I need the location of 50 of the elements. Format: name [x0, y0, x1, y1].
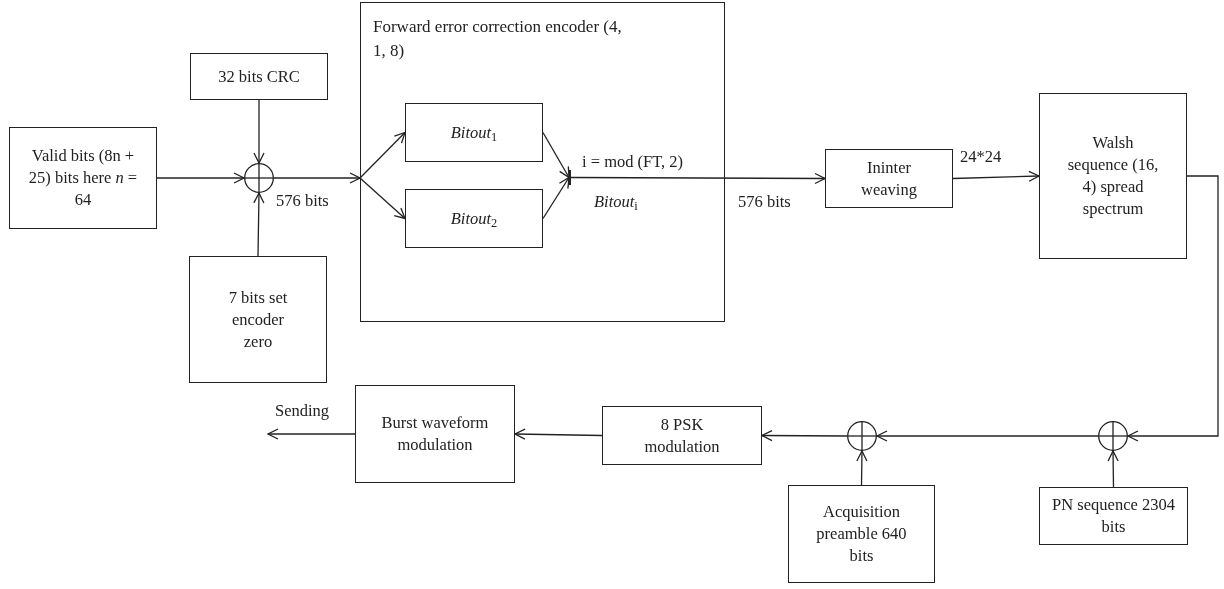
process-box: [9, 127, 157, 229]
edge-label: Sending: [275, 400, 330, 422]
box-text: PN sequence 2304 bits: [1051, 494, 1176, 538]
process-box: [1039, 487, 1188, 545]
arrow: [876, 430, 1099, 442]
edge-label: 24*24: [960, 146, 1002, 168]
edge-label: 576 bits: [276, 190, 329, 212]
xor-symbol: [244, 163, 274, 193]
process-box: [1039, 93, 1187, 259]
box-text: 8 PSK modulation: [643, 413, 721, 458]
edge-label: 576 bits: [738, 191, 791, 213]
box-text: Bitout$_{1}$: [450, 121, 498, 144]
box-text: Valid bits (8n + 25) bits here n = 64: [27, 145, 139, 211]
process-box: [189, 256, 327, 383]
arrow: [542, 131, 570, 179]
arrow: [253, 99, 265, 164]
box-text: Ininter weaving: [860, 156, 918, 201]
process-box: [355, 385, 515, 483]
arrow: [514, 428, 603, 440]
arrow: [156, 172, 245, 184]
process-box: [602, 406, 762, 465]
process-box: [190, 53, 328, 100]
box-text: Acquisition preamble 640 bits: [815, 501, 908, 567]
arrow: [267, 428, 356, 440]
annotation-text: Bitout$_{i}$: [594, 191, 638, 213]
xor-symbol: [1098, 421, 1128, 451]
arrow: [542, 176, 570, 220]
arrow: [952, 170, 1040, 182]
arrow: [1127, 175, 1219, 442]
arrow: [253, 192, 265, 257]
process-box: [788, 485, 935, 583]
arrow: [273, 172, 361, 184]
box-text: 7 bits set encoder zero: [227, 286, 289, 353]
annotation-text: i = mod (FT, 2): [582, 151, 684, 173]
arrow: [1107, 450, 1119, 488]
process-box: [405, 103, 543, 162]
arrow: [856, 450, 868, 486]
encoder-box: [360, 2, 725, 322]
box-text: Walsh sequence (16, 4) spread spectrum: [1066, 132, 1160, 220]
box-heading: Forward error correction encoder (4, 1, 8): [373, 16, 623, 62]
arrow: [359, 177, 406, 220]
arrow: [570, 172, 826, 185]
arrow: [761, 429, 848, 442]
box-text: 32 bits CRC: [218, 65, 300, 88]
arrow: [359, 131, 406, 179]
box-text: Bitout$_{2}$: [450, 207, 498, 230]
process-box: [825, 149, 953, 208]
xor-symbol: [847, 421, 877, 451]
box-text: Burst waveform modulation: [380, 412, 490, 456]
process-box: [405, 189, 543, 248]
